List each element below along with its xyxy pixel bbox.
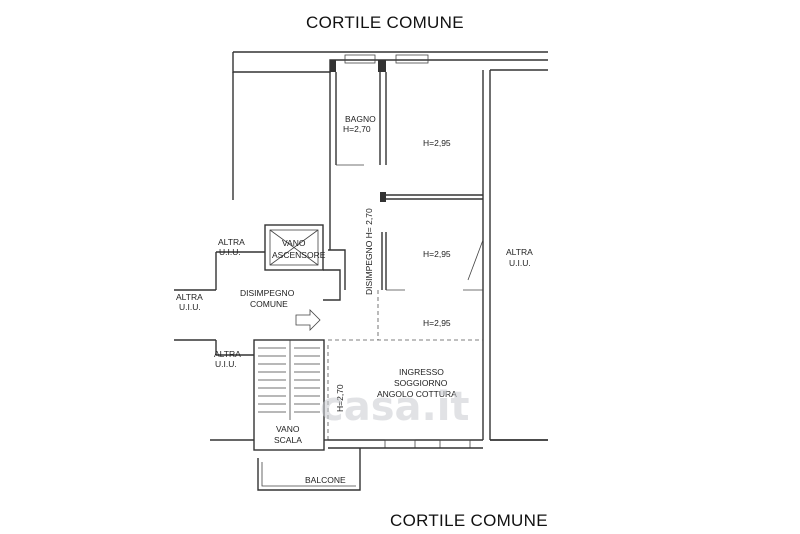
altra-top-left-uiu: U.I.U.	[219, 247, 241, 257]
room2-height: H=2,95	[423, 249, 451, 259]
balcone-label: BALCONE	[305, 475, 346, 485]
courtyard-top-label: CORTILE COMUNE	[306, 13, 464, 32]
soggiorno-label: SOGGIORNO	[394, 378, 448, 388]
elevator-label: VANO	[282, 238, 306, 248]
altra-right-label: ALTRA	[506, 247, 533, 257]
altra-bottom-left-uiu: U.I.U.	[215, 359, 237, 369]
room1-height: H=2,95	[423, 138, 451, 148]
angolo-cottura-label: ANGOLO COTTURA	[377, 389, 457, 399]
ingresso-height: H=2,70	[335, 384, 345, 412]
disimpegno-label: DISIMPEGNO H= 2,70	[364, 208, 374, 295]
altra-left-label: ALTRA	[176, 292, 203, 302]
altra-left-uiu: U.I.U.	[179, 302, 201, 312]
common-hall-label: DISIMPEGNO	[240, 288, 295, 298]
altra-top-left-label: ALTRA	[218, 237, 245, 247]
room3-height: H=2,95	[423, 318, 451, 328]
building-walls	[174, 51, 548, 491]
altra-right-uiu: U.I.U.	[509, 258, 531, 268]
ingresso-label: INGRESSO	[399, 367, 444, 377]
altra-bottom-left-label: ALTRA	[214, 349, 241, 359]
common-hall-label-2: COMUNE	[250, 299, 288, 309]
courtyard-bottom-label: CORTILE COMUNE	[390, 511, 548, 530]
watermark-logo: casa.it	[320, 384, 470, 430]
stair-label: VANO	[276, 424, 300, 434]
stair-steps	[258, 347, 320, 413]
bagno-height: H=2,70	[343, 124, 371, 134]
bagno-label: BAGNO	[345, 114, 376, 124]
stair-label-2: SCALA	[274, 435, 302, 445]
elevator-label-2: ASCENSORE	[272, 250, 326, 260]
